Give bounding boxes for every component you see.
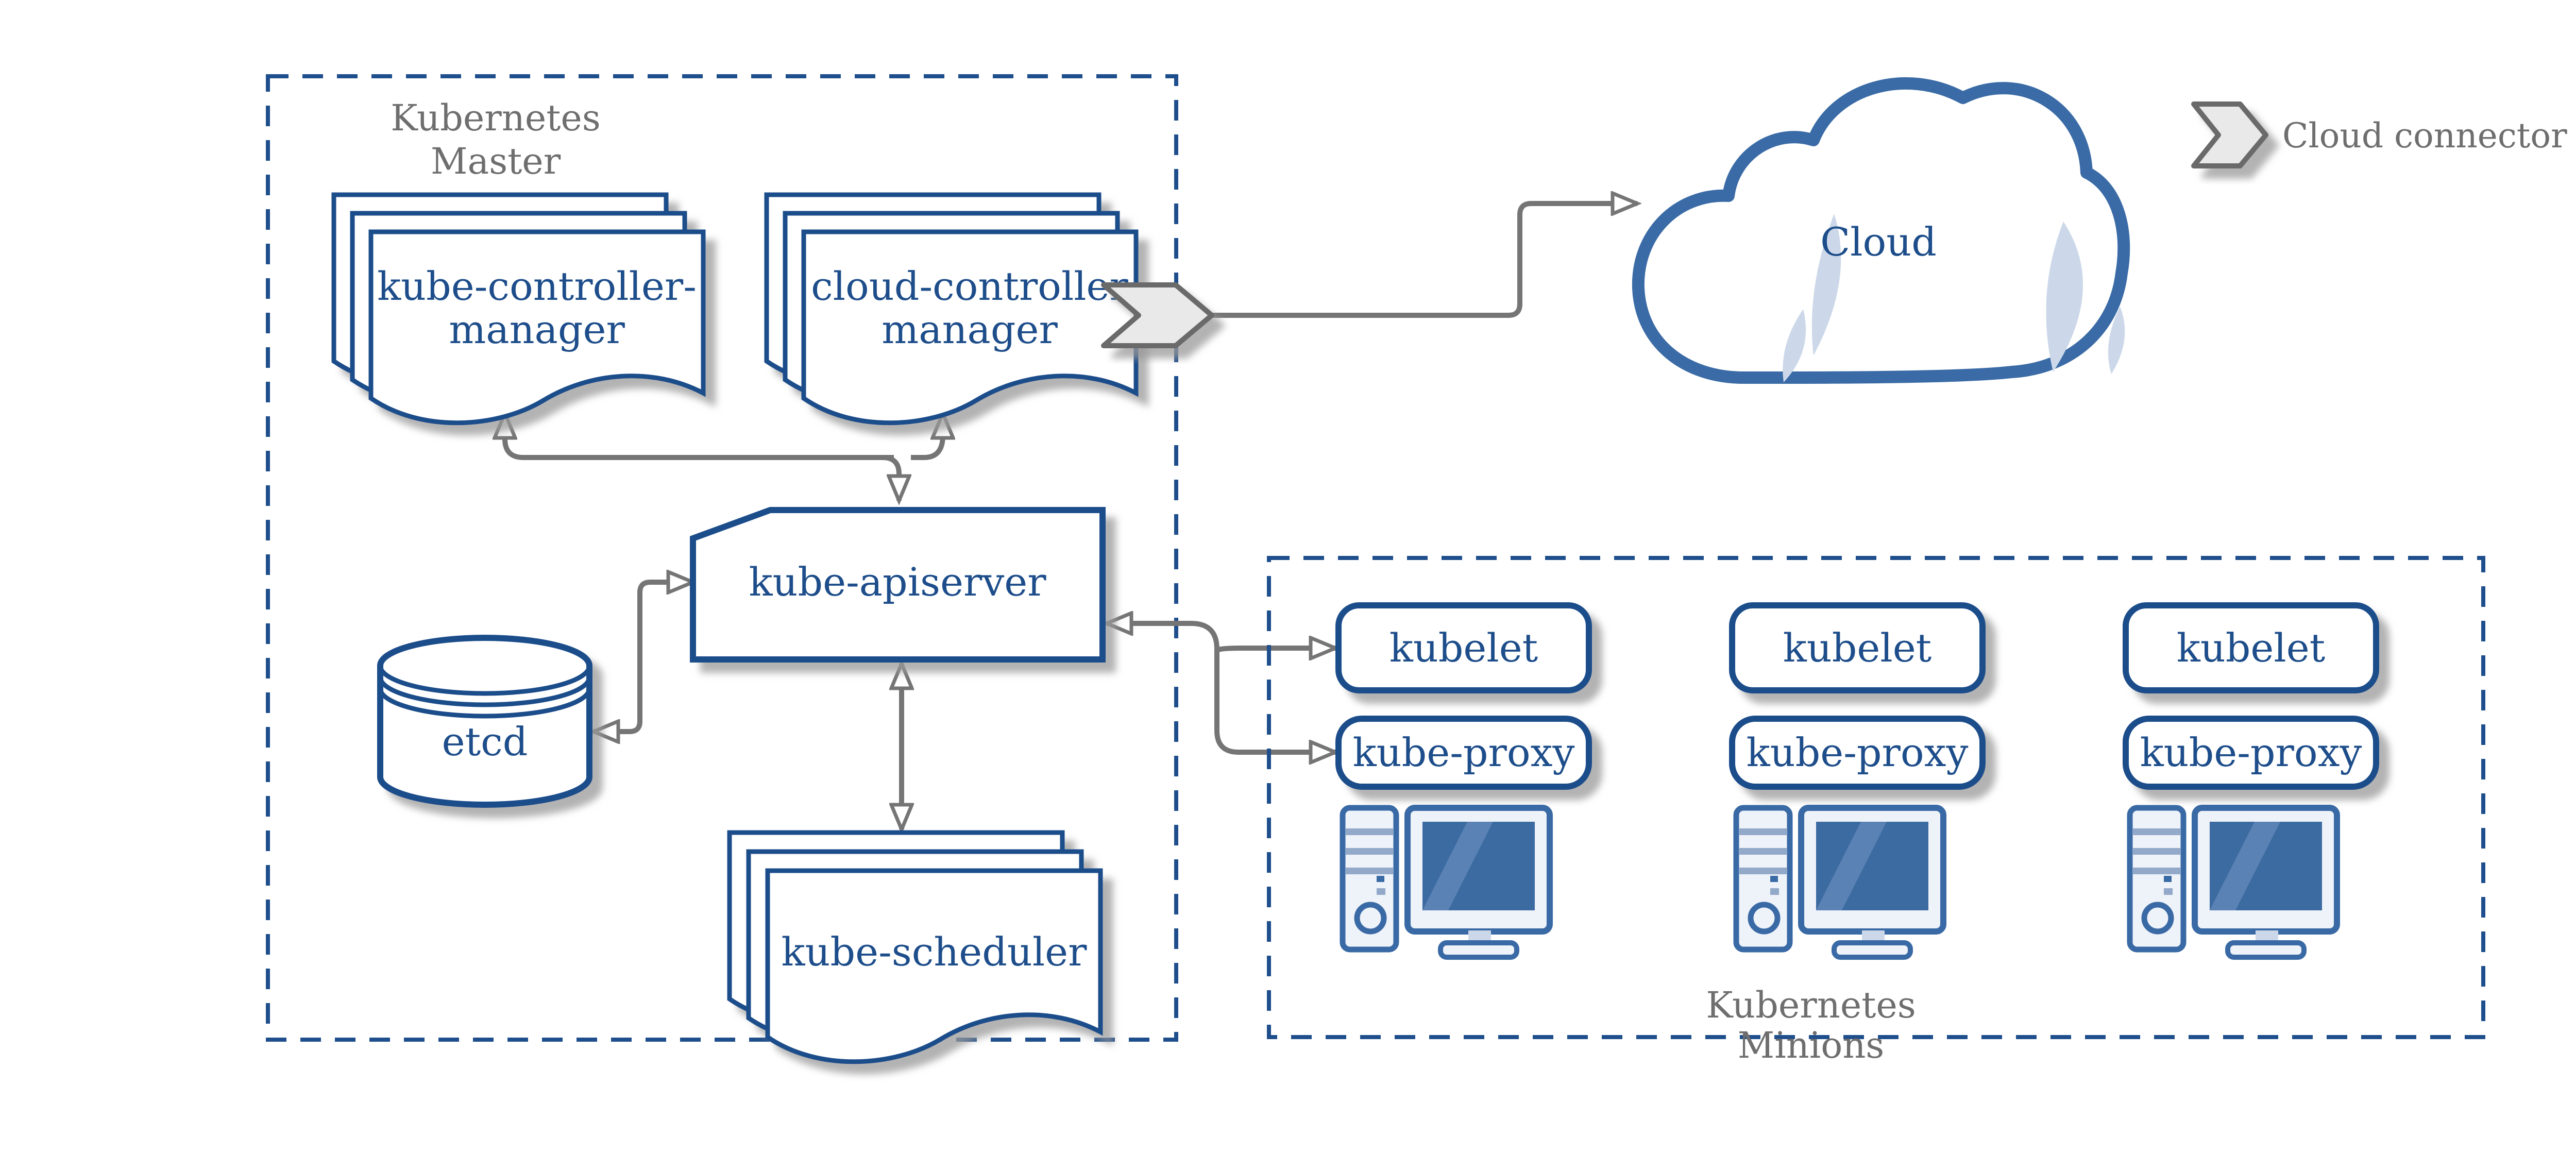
computer-icon: [1340, 805, 1553, 960]
document-front: [765, 868, 1103, 1064]
minions-title: Kubernetes Minions: [1706, 984, 1916, 1066]
etcd-label: etcd: [442, 719, 528, 765]
cloud-connector-chevron-icon: [1101, 282, 1214, 348]
kube-proxy-node: [2123, 716, 2379, 790]
kubelet-label: kubelet: [1783, 625, 1931, 671]
cloud-controller-manager-node: [764, 192, 1139, 426]
cloud-controller-manager-label-line2: manager: [882, 307, 1058, 352]
computer-icon: [1733, 805, 1946, 960]
kubelet-label: kubelet: [1389, 625, 1538, 671]
minions-boundary: [1267, 556, 2485, 1039]
chevron-icon: [2191, 101, 2268, 168]
cloud-controller-manager-label-line1: cloud-controller: [811, 263, 1128, 309]
computer-icon: [2127, 805, 2340, 960]
arrow-apiserver-kubelet: [1215, 648, 1335, 650]
kube-proxy-label: kube-proxy: [2140, 730, 2362, 775]
document-front: [801, 229, 1139, 426]
kubelet-node: [1335, 602, 1592, 693]
master-title-line1: Kubernetes: [391, 97, 601, 139]
kube-proxy-node: [1335, 716, 1592, 790]
node-column-2: kubelet kube-proxy: [1729, 602, 1986, 960]
cloud-label: Cloud: [1820, 219, 1937, 265]
arrow-apiserver-to-controllers: [505, 413, 943, 501]
master-title: Kubernetes Master: [391, 97, 601, 182]
etcd-node: [377, 635, 592, 808]
minions-title-line1: Kubernetes: [1706, 984, 1916, 1026]
arrow-apiserver-etcd: [594, 582, 693, 732]
kube-scheduler-node: [727, 830, 1103, 1064]
cloud-node: Cloud: [1632, 77, 2130, 384]
master-boundary: [266, 74, 1178, 1042]
legend-cloud-connector: Cloud connector: [2191, 101, 2567, 168]
legend-label: Cloud connector: [2282, 116, 2567, 156]
kubelet-label: kubelet: [2177, 625, 2325, 671]
document-front: [368, 229, 706, 426]
kube-controller-manager-node: [331, 192, 706, 426]
kube-controller-manager-label-line1: kube-controller-: [377, 263, 697, 309]
arrow-chevron-cloud: [1213, 204, 1637, 318]
kube-apiserver-label: kube-apiserver: [749, 559, 1046, 605]
kube-apiserver-node: [690, 507, 1106, 663]
kube-scheduler-label: kube-scheduler: [781, 929, 1087, 975]
kube-proxy-label: kube-proxy: [1747, 730, 1969, 775]
node-column-1: kubelet kube-proxy: [1335, 602, 1592, 960]
arrow-apiserver-to-node: [1107, 623, 1335, 752]
kubelet-node: [1729, 602, 1986, 693]
etcd-cylinder-icon: [377, 635, 592, 808]
kube-controller-manager-label-line2: manager: [449, 307, 625, 352]
minions-title-line2: Minions: [1738, 1024, 1885, 1066]
kube-proxy-node: [1729, 716, 1986, 790]
master-title-line2: Master: [431, 140, 561, 182]
cloud-icon: [1632, 77, 2130, 384]
kubelet-node: [2123, 602, 2379, 693]
node-column-3: kubelet kube-proxy: [2123, 602, 2379, 960]
kube-proxy-label: kube-proxy: [1353, 730, 1575, 775]
